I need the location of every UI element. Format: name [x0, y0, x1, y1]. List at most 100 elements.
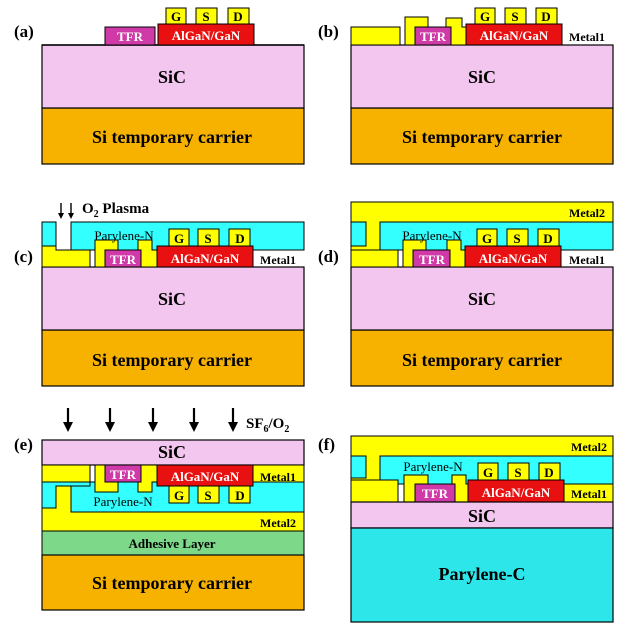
metal1-layer	[350, 479, 399, 503]
panel-label-e: (e)	[14, 435, 33, 454]
sic-label: SiC	[468, 289, 496, 309]
drain-label: D	[541, 9, 550, 24]
carrier-label: Si temporary carrier	[402, 350, 562, 370]
gate-contact	[476, 228, 498, 247]
algan-label: AlGaN/GaN	[482, 485, 551, 500]
source-label: S	[202, 9, 209, 24]
algan-label: AlGaN/GaN	[171, 469, 240, 484]
carrier-label: Si temporary carrier	[92, 350, 252, 370]
tfr-block	[104, 26, 156, 46]
gate-label: G	[483, 465, 493, 480]
drain-contact	[227, 7, 250, 25]
parylene-n-label: Parylene-N	[403, 459, 463, 474]
drain-contact	[535, 7, 558, 25]
algan-label: AlGaN/GaN	[172, 28, 241, 43]
adhesive-layer	[41, 530, 305, 556]
source-contact	[197, 228, 220, 247]
panel-label-a: (a)	[14, 22, 34, 41]
tfr-label: TFR	[419, 252, 446, 267]
algan-label: AlGaN/GaN	[171, 251, 240, 266]
panel-d: (d) TFR AlGaN/GaN G S D Metal1 Metal2 Pa…	[318, 201, 614, 387]
tfr-block	[412, 249, 451, 268]
sic-layer	[350, 44, 614, 109]
source-contact	[197, 485, 220, 504]
tfr-label: TFR	[117, 29, 144, 44]
metal1-label: Metal1	[569, 253, 605, 267]
metal1-layer	[41, 464, 91, 483]
drain-label: D	[544, 465, 553, 480]
tfr-block	[414, 26, 452, 46]
parylene-n-layer	[350, 221, 367, 247]
o2-plasma-label: O2 Plasma	[82, 201, 150, 220]
source-contact	[195, 7, 218, 25]
panel-c: (c) TFR AlGaN/GaN G S D Metal1 Parylene-…	[14, 201, 305, 387]
panel-a: (a) TFR AlGaN/GaN G S D SiC Si temporary…	[14, 7, 305, 165]
adhesive-label: Adhesive Layer	[128, 536, 215, 551]
metal2-label: Metal2	[571, 440, 607, 454]
gate-contact	[168, 485, 190, 504]
gate-contact	[168, 228, 190, 247]
gate-label: G	[174, 231, 184, 246]
panel-label-b: (b)	[318, 22, 339, 41]
tfr-label: TFR	[110, 252, 137, 267]
o2-plasma-arrows	[58, 203, 74, 219]
sic-label: SiC	[468, 67, 496, 87]
source-label: S	[513, 231, 520, 246]
metal2-label: Metal2	[569, 206, 605, 220]
panel-f: (f) TFR AlGaN/GaN G S D Metal1 Metal2 Pa…	[318, 435, 614, 623]
metal2-label: Metal2	[260, 516, 296, 530]
drain-contact	[537, 228, 560, 247]
tfr-block	[104, 249, 142, 268]
sf6-o2-label: SF6/O2	[246, 416, 289, 435]
algan-label: AlGaN/GaN	[480, 28, 549, 43]
source-contact	[506, 228, 529, 247]
sf6-o2-etch-arrows	[63, 408, 238, 432]
sic-label: SiC	[158, 442, 186, 462]
drain-label: D	[235, 231, 244, 246]
gate-label: G	[174, 488, 184, 503]
panel-label-f: (f)	[318, 435, 335, 454]
parylene-n-layer	[41, 221, 57, 247]
sic-layer	[41, 439, 305, 466]
parylene-n-label: Parylene-N	[94, 228, 154, 243]
algan-label: AlGaN/GaN	[479, 251, 548, 266]
sic-label: SiC	[158, 289, 186, 309]
metal1-layer	[41, 245, 91, 268]
sic-layer	[41, 266, 305, 331]
tfr-label: TFR	[422, 486, 449, 501]
source-label: S	[204, 488, 211, 503]
drain-label: D	[543, 231, 552, 246]
source-label: S	[204, 231, 211, 246]
panel-b: (b) TFR AlGaN/GaN G S D Metal1 SiC Si te…	[318, 7, 614, 165]
carrier-label: Si temporary carrier	[92, 127, 252, 147]
sic-label: SiC	[468, 506, 496, 526]
tfr-label: TFR	[110, 467, 137, 482]
gate-label: G	[171, 9, 181, 24]
parylene-n-label: Parylene-N	[402, 228, 462, 243]
gate-contact	[165, 7, 187, 25]
source-contact	[504, 7, 527, 25]
panel-label-c: (c)	[14, 247, 33, 266]
metal1-layer	[350, 26, 401, 46]
drain-contact	[538, 462, 561, 481]
carrier-label: Si temporary carrier	[92, 573, 252, 593]
sic-layer	[41, 44, 305, 109]
parylene-n-layer	[350, 455, 367, 479]
si-carrier-layer	[350, 329, 614, 387]
tfr-block	[104, 464, 142, 483]
drain-label: D	[235, 488, 244, 503]
panel-label-d: (d)	[318, 247, 339, 266]
drain-contact	[228, 485, 251, 504]
parylene-c-layer	[350, 527, 614, 623]
si-carrier-layer	[41, 107, 305, 165]
si-carrier-layer	[350, 107, 614, 165]
si-carrier-layer	[41, 554, 305, 611]
gate-contact	[474, 7, 496, 25]
source-label: S	[514, 465, 521, 480]
sic-label: SiC	[158, 67, 186, 87]
metal1-label: Metal1	[260, 470, 296, 484]
drain-contact	[228, 228, 251, 247]
drain-label: D	[233, 9, 242, 24]
parylene-c-label: Parylene-C	[439, 564, 526, 584]
